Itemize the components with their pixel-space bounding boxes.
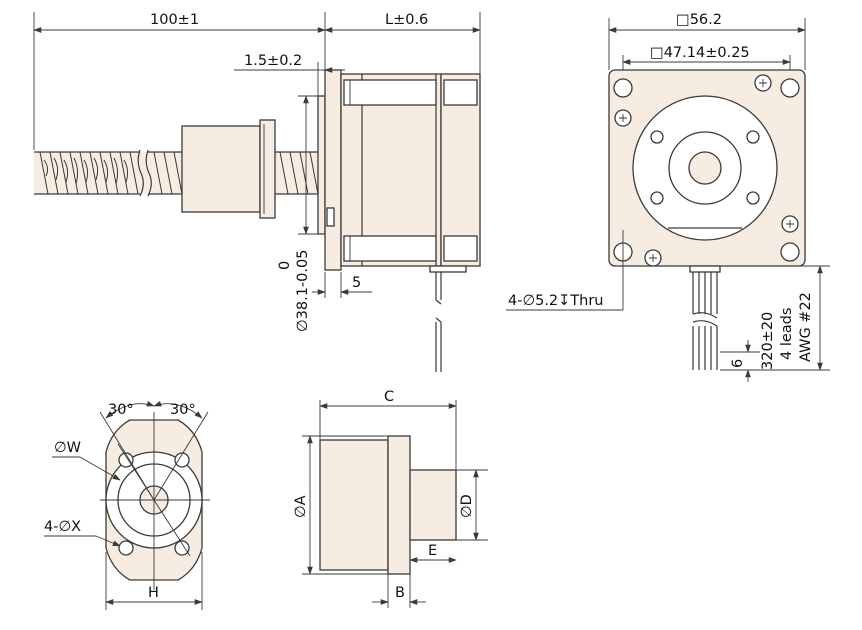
motor-length-label: L±0.6 — [385, 12, 428, 28]
front-leads — [689, 265, 721, 370]
bolt-holes-label: 4-∅X — [44, 519, 81, 535]
angle-left-label: 30° — [108, 402, 134, 418]
flange-thickness-label: B — [395, 585, 405, 601]
width-label: H — [148, 585, 159, 601]
bolt-circle-label: ∅W — [54, 440, 81, 456]
pilot-diameter-label: ∅38.1-0.05 — [295, 250, 311, 332]
nut-front-view: 30° 30° ∅W 4-∅X H — [44, 401, 210, 610]
mount-holes-label: 4-∅5.2↧Thru — [508, 293, 604, 309]
flange-size-label: □56.2 — [676, 12, 722, 28]
lead-count-label: 4 leads — [779, 308, 795, 360]
angle-right-label: 30° — [170, 402, 196, 418]
motor-body — [340, 73, 481, 267]
flange-diameter-label: ∅A — [293, 495, 309, 518]
hole-spacing-label: □47.14±0.25 — [650, 45, 750, 61]
lead-screw — [34, 149, 325, 197]
screw-heads — [614, 74, 799, 267]
length-label: C — [384, 389, 394, 405]
lead-strip-label: 6 — [730, 359, 746, 368]
pilot-depth-label: 1.5±0.2 — [244, 53, 302, 69]
screw-length-label: 100±1 — [150, 12, 199, 28]
side-view: 100±1 L±0.6 — [33, 12, 481, 372]
side-leads — [429, 265, 467, 372]
nut-side-view: C ∅A ∅D E B — [293, 389, 488, 608]
offset-label: 5 — [352, 275, 361, 291]
lead-length-label: 320±20 — [760, 312, 776, 370]
lead-gauge-label: AWG #22 — [798, 292, 814, 362]
screw-nut — [181, 119, 276, 219]
front-view: □56.2 □47.14±0.25 — [506, 12, 830, 382]
body-length-label: E — [428, 543, 437, 559]
body-diameter-label: ∅D — [459, 494, 475, 518]
pilot-tol-label: 0 — [277, 261, 293, 270]
